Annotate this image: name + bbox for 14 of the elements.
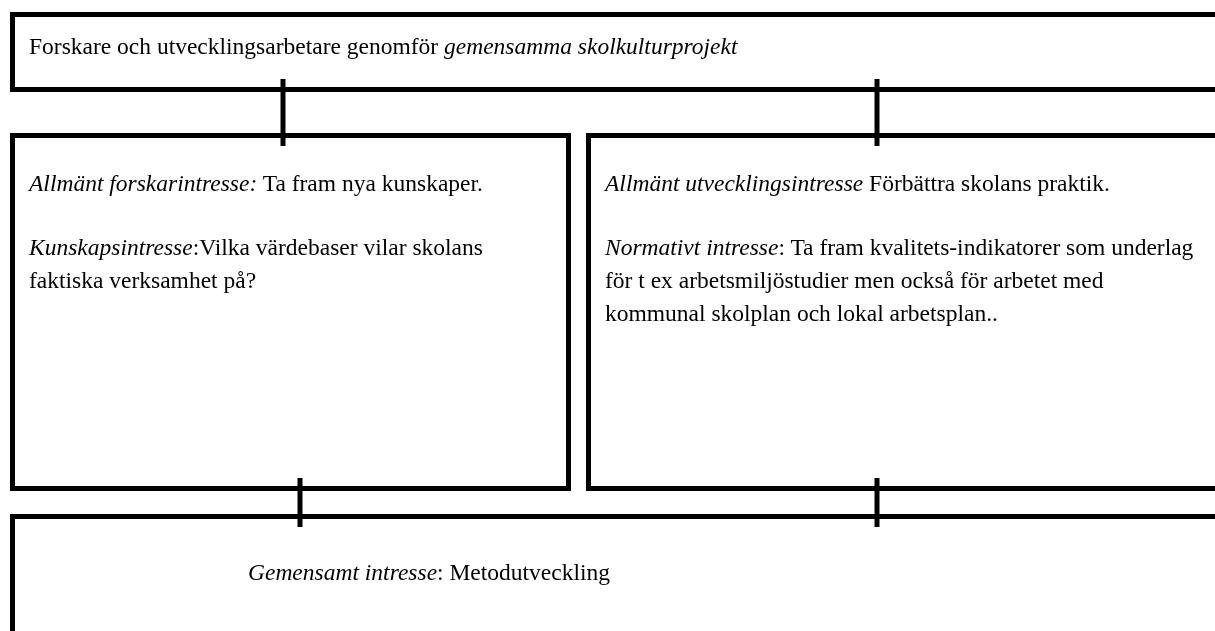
text-box	[10, 12, 1215, 92]
paragraph: Gemensamt intresse: Metodutveckling	[248, 558, 612, 587]
paragraph: Allmänt utvecklingsintresse Förbättra skolans praktik.	[605, 169, 1111, 198]
connector-line	[874, 79, 880, 146]
connector-line	[280, 79, 286, 146]
text-box	[10, 133, 571, 491]
paragraph: Normativt intresse: Ta fram kvalitets-indikatorer som underlag för t ex arbetsmiljöstudier men också för arbetet med kommunal skolplan och lokal arbetsplan..	[605, 233, 1195, 328]
connector-line	[297, 478, 303, 527]
connector-line	[874, 478, 880, 527]
paragraph: Kunskapsintresse:Vilka värdebaser vilar skolans faktiska verksamhet på?	[29, 233, 484, 295]
paragraph: Allmänt forskarintresse: Ta fram nya kunskaper.	[29, 169, 484, 198]
paragraph: Forskare och utvecklingsarbetare genomför gemensamma skolkulturprojekt	[29, 32, 739, 61]
text-box	[586, 133, 1215, 491]
text-box	[10, 514, 1215, 631]
